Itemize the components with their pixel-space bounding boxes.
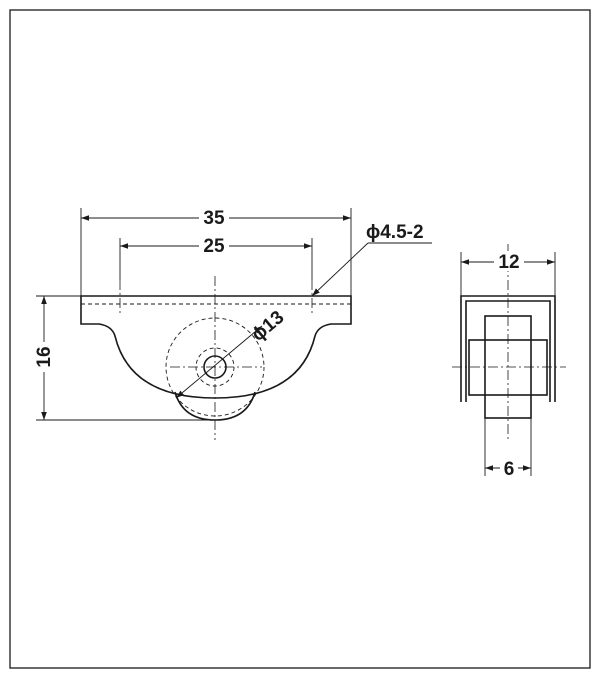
dim-line-wheel-diameter (175, 325, 263, 399)
dim-height-label: 16 (34, 346, 55, 367)
dim-label-bg-12 (494, 251, 524, 271)
dim-hole-callout-label: ϕ4.5-2 (366, 222, 424, 243)
dim-label-bg-16 (33, 342, 55, 372)
wheel-hidden-circle (165, 317, 265, 417)
front-view: 35 25 16 ϕ13 ϕ4.5-2 (33, 207, 432, 440)
hole-callout-leader (311, 242, 369, 297)
dim-wheel-diameter-label: ϕ13 (248, 307, 289, 346)
dim-wheel-width-label: 6 (504, 459, 515, 480)
side-bracket-outer (460, 295, 556, 402)
dim-bracket-width-label: 12 (498, 252, 519, 273)
dim-overall-width-label: 35 (203, 208, 225, 229)
drawing-border (9, 9, 591, 669)
dim-hole-pitch-label: 25 (203, 236, 225, 257)
caster-bracket-outline (80, 295, 352, 399)
dim-label-bg-6 (500, 458, 518, 478)
dim-label-bg-25 (199, 235, 229, 255)
dim-label-bg-35 (199, 207, 229, 227)
side-view: 12 6 (452, 244, 566, 480)
